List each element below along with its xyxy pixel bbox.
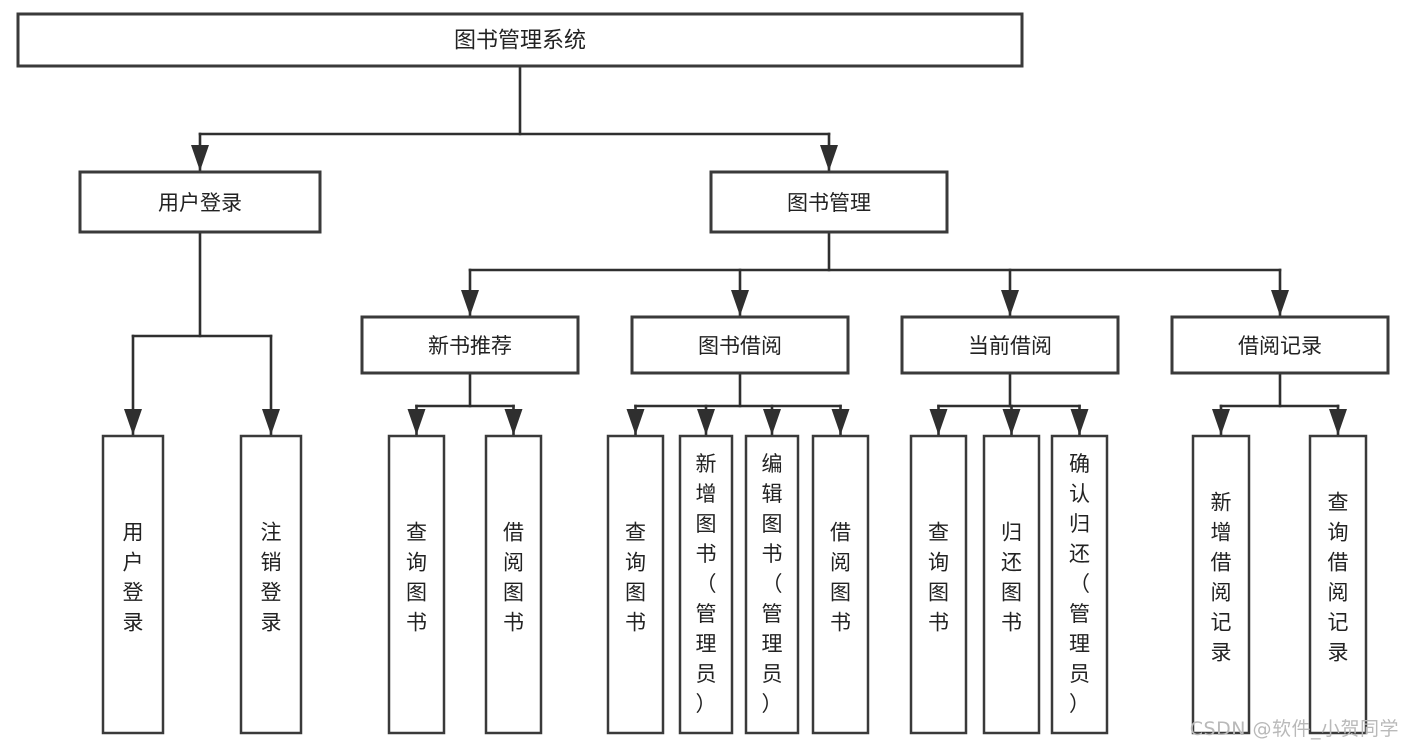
node-l-return-book[interactable]: 归还图书 bbox=[982, 434, 1041, 735]
node-box bbox=[239, 434, 303, 735]
node-label: 借阅记录 bbox=[1238, 334, 1322, 358]
node-l-edit-book[interactable]: 编辑图书（管理员） bbox=[744, 434, 800, 735]
node-label: 编辑图书（管理员） bbox=[762, 452, 783, 716]
arrow-head-icon bbox=[504, 409, 523, 435]
node-box bbox=[387, 434, 446, 735]
node-l-query-record[interactable]: 查询借阅记录 bbox=[1308, 434, 1368, 735]
node-book-borrow[interactable]: 图书借阅 bbox=[630, 315, 850, 375]
arrow-head-icon bbox=[1329, 409, 1347, 435]
arrow-head-icon bbox=[191, 145, 209, 171]
node-label: 图书管理系统 bbox=[454, 29, 586, 54]
node-box bbox=[1191, 434, 1251, 735]
boxes-layer: 图书管理系统用户登录图书管理新书推荐图书借阅当前借阅借阅记录用户登录注销登录查询… bbox=[16, 12, 1390, 735]
node-label: 借阅图书 bbox=[503, 521, 524, 635]
node-l-query-book-1[interactable]: 查询图书 bbox=[387, 434, 446, 735]
node-label: 注销登录 bbox=[261, 521, 282, 635]
arrow-head-icon bbox=[1001, 290, 1019, 316]
arrow-head-icon bbox=[626, 409, 645, 435]
node-l-query-book-2[interactable]: 查询图书 bbox=[606, 434, 665, 735]
arrow-head-icon bbox=[407, 409, 426, 435]
arrow-head-icon bbox=[731, 290, 749, 316]
node-box bbox=[1050, 434, 1109, 735]
node-label: 查询图书 bbox=[625, 521, 646, 635]
node-label: 图书借阅 bbox=[698, 334, 782, 358]
node-box bbox=[982, 434, 1041, 735]
node-label: 新增借阅记录 bbox=[1211, 491, 1232, 665]
node-label: 查询图书 bbox=[406, 521, 427, 635]
node-l-add-record[interactable]: 新增借阅记录 bbox=[1191, 434, 1251, 735]
arrow-head-icon bbox=[820, 145, 838, 171]
node-leaf-logout[interactable]: 注销登录 bbox=[239, 434, 303, 735]
node-user-login[interactable]: 用户登录 bbox=[78, 170, 322, 234]
csdn-watermark: CSDN @软件_小贺同学 bbox=[1189, 718, 1399, 740]
node-box bbox=[900, 315, 1120, 375]
node-current-borrow[interactable]: 当前借阅 bbox=[900, 315, 1120, 375]
node-l-borrow-book-2[interactable]: 借阅图书 bbox=[811, 434, 870, 735]
node-box bbox=[606, 434, 665, 735]
arrow-head-icon bbox=[763, 409, 781, 435]
node-box bbox=[360, 315, 580, 375]
arrow-head-icon bbox=[1002, 409, 1021, 435]
node-box bbox=[1308, 434, 1368, 735]
node-new-book-rec[interactable]: 新书推荐 bbox=[360, 315, 580, 375]
arrow-head-icon bbox=[929, 409, 948, 435]
arrow-head-icon bbox=[262, 409, 280, 435]
node-box bbox=[630, 315, 850, 375]
node-leaf-user-login[interactable]: 用户登录 bbox=[101, 434, 165, 735]
node-box bbox=[101, 434, 165, 735]
node-root[interactable]: 图书管理系统 bbox=[16, 12, 1024, 68]
node-l-add-book[interactable]: 新增图书（管理员） bbox=[678, 434, 734, 735]
node-label: 查询借阅记录 bbox=[1328, 491, 1349, 665]
arrow-head-icon bbox=[697, 409, 715, 435]
node-box bbox=[811, 434, 870, 735]
arrow-head-icon bbox=[1212, 409, 1230, 435]
node-box bbox=[1170, 315, 1390, 375]
node-l-query-book-3[interactable]: 查询图书 bbox=[909, 434, 968, 735]
node-label: 新书推荐 bbox=[428, 334, 512, 358]
node-box bbox=[909, 434, 968, 735]
arrow-head-icon bbox=[1271, 290, 1289, 316]
node-box bbox=[16, 12, 1024, 68]
node-label: 新增图书（管理员） bbox=[696, 452, 717, 716]
node-label: 图书管理 bbox=[787, 191, 871, 215]
arrow-head-icon bbox=[831, 409, 850, 435]
arrow-head-icon bbox=[461, 290, 479, 316]
node-borrow-record[interactable]: 借阅记录 bbox=[1170, 315, 1390, 375]
node-box bbox=[709, 170, 949, 234]
node-label: 确认归还（管理员） bbox=[1069, 452, 1090, 716]
node-l-borrow-book-1[interactable]: 借阅图书 bbox=[484, 434, 543, 735]
node-box bbox=[744, 434, 800, 735]
node-l-confirm-return[interactable]: 确认归还（管理员） bbox=[1050, 434, 1109, 735]
node-label: 用户登录 bbox=[123, 521, 144, 635]
arrow-head-icon bbox=[1070, 409, 1089, 435]
node-box bbox=[678, 434, 734, 735]
node-box bbox=[78, 170, 322, 234]
node-book-manage[interactable]: 图书管理 bbox=[709, 170, 949, 234]
node-label: 当前借阅 bbox=[968, 334, 1052, 358]
node-label: 借阅图书 bbox=[830, 521, 851, 635]
node-label: 用户登录 bbox=[158, 191, 242, 215]
arrow-head-icon bbox=[124, 409, 142, 435]
node-box bbox=[484, 434, 543, 735]
node-label: 归还图书 bbox=[1001, 521, 1022, 635]
connectors-layer bbox=[124, 64, 1347, 436]
node-label: 查询图书 bbox=[928, 521, 949, 635]
